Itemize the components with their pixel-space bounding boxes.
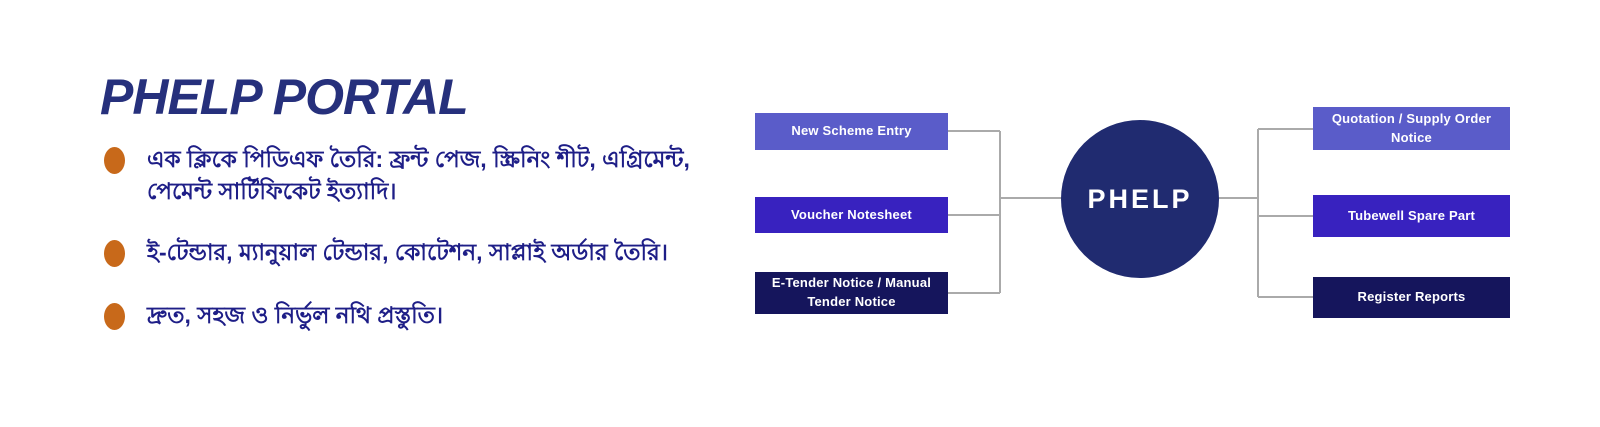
bullet-text: এক ক্লিকে পিডিএফ তৈরি: ফ্রন্ট পেজ, স্ক্র… (147, 146, 690, 204)
bullet-text: দ্রুত, সহজ ও নির্ভুল নথি প্রস্তুতি। (147, 302, 444, 328)
diagram-node-tubewell-spare-part: Tubewell Spare Part (1313, 195, 1510, 237)
list-item: ই-টেন্ডার, ম্যানুয়াল টেন্ডার, কোটেশন, স… (104, 237, 729, 269)
diagram-node-voucher-notesheet: Voucher Notesheet (755, 197, 948, 233)
bullet-dot-icon (104, 147, 125, 174)
bullet-dot-icon (104, 303, 125, 330)
bullet-dot-icon (104, 240, 125, 267)
diagram-node-new-scheme-entry: New Scheme Entry (755, 113, 948, 150)
page-title: PHELP PORTAL (100, 69, 469, 125)
list-item: এক ক্লিকে পিডিএফ তৈরি: ফ্রন্ট পেজ, স্ক্র… (104, 144, 729, 207)
diagram-node-register-reports: Register Reports (1313, 277, 1510, 318)
connector-group (948, 128, 1313, 298)
list-item: দ্রুত, সহজ ও নির্ভুল নথি প্রস্তুতি। (104, 300, 729, 332)
diagram-hub-phelp: PHELP (1061, 120, 1219, 278)
diagram-node-quotation-supply-order: Quotation / Supply Order Notice (1313, 107, 1510, 150)
diagram-node-etender-notice: E-Tender Notice / Manual Tender Notice (755, 272, 948, 314)
bullet-text: ই-টেন্ডার, ম্যানুয়াল টেন্ডার, কোটেশন, স… (147, 239, 669, 265)
